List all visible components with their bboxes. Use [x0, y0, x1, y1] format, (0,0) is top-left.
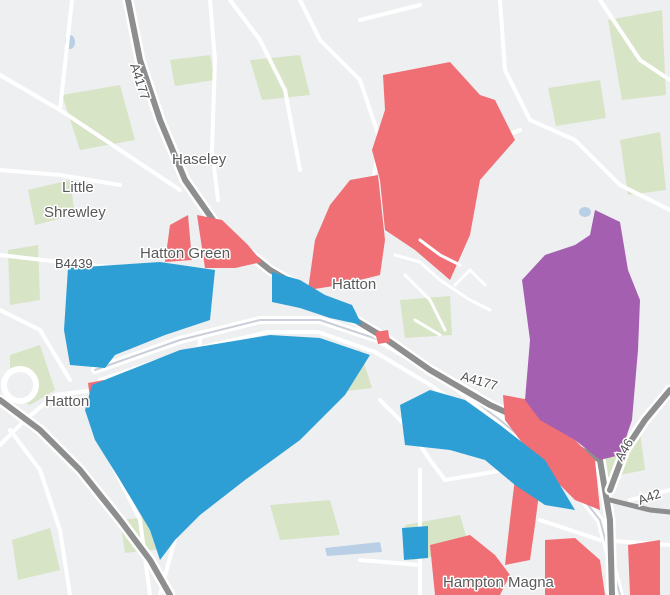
blue-area-south-large[interactable] — [85, 335, 370, 560]
red-area-hatton-north[interactable] — [308, 175, 385, 290]
place-label-hatton-village: Hatton — [332, 276, 376, 293]
blue-area-east-canal[interactable] — [400, 390, 575, 510]
red-area-hatton-green-east[interactable] — [197, 215, 262, 268]
place-label-hatton-west: Hatton — [45, 393, 89, 410]
place-label-hampton-magna: Hampton Magna — [443, 574, 555, 591]
blue-area-northwest[interactable] — [64, 262, 215, 368]
red-area-small-centre[interactable] — [375, 330, 390, 344]
hatton-streets — [393, 238, 492, 337]
blue-area-small-south[interactable] — [402, 526, 428, 560]
red-area-hampton-magna-east[interactable] — [545, 538, 605, 595]
red-area-east-strip[interactable] — [503, 395, 600, 510]
place-label-shrewley: Shrewley — [44, 204, 106, 221]
place-label-haseley: Haseley — [172, 151, 227, 168]
red-area-hampton-centre[interactable] — [505, 478, 540, 565]
red-area-hatton-green-west[interactable] — [165, 215, 192, 262]
roundabout — [1, 366, 39, 404]
purple-areas[interactable] — [522, 210, 640, 460]
red-area-hampton-magna-west[interactable] — [430, 535, 510, 595]
blue-areas[interactable] — [64, 262, 575, 560]
red-areas[interactable] — [88, 62, 660, 595]
red-area-southeast[interactable] — [628, 540, 660, 595]
place-label-hatton-green: Hatton Green — [140, 245, 230, 262]
blue-area-hatton-strip[interactable] — [272, 272, 362, 325]
red-area-north[interactable] — [372, 62, 515, 280]
road-label-b4439: B4439 — [55, 256, 93, 271]
place-label-little: Little — [62, 179, 94, 196]
purple-area-east[interactable] — [522, 210, 640, 460]
